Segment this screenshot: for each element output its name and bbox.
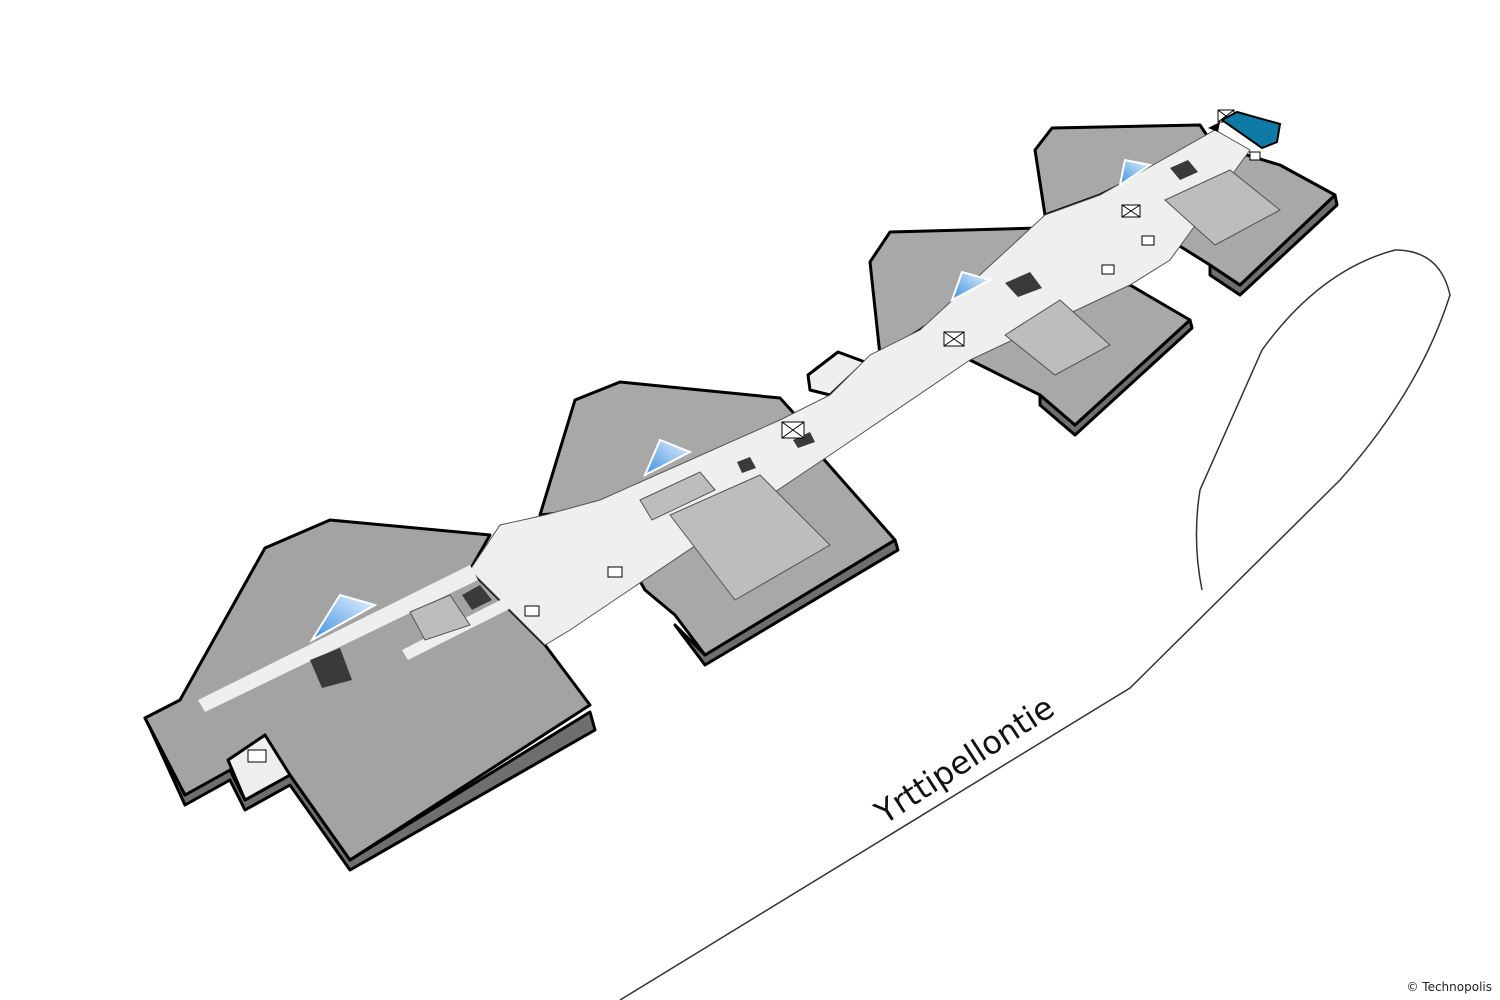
- you-are-here-marker: [1208, 122, 1220, 132]
- skylights: [309, 158, 1153, 643]
- stairwell-block: [1005, 272, 1042, 297]
- stairwell-block: [1170, 160, 1198, 180]
- door-icon: [1141, 235, 1155, 246]
- elevator-icon: [1121, 204, 1141, 218]
- room: [639, 471, 716, 521]
- door-icon: [247, 749, 267, 763]
- skylight-icon: [950, 270, 993, 303]
- room: [1164, 169, 1281, 246]
- elevator-icon: [781, 421, 805, 439]
- skylight-icon: [642, 438, 693, 478]
- stairwell-block: [310, 648, 352, 688]
- main-corridor: [469, 129, 1251, 646]
- stairwell-block: [737, 457, 756, 473]
- door-icon: [524, 605, 540, 617]
- stairwell-block: [793, 432, 815, 448]
- entrance-left: [226, 733, 292, 802]
- elevator-icon: [943, 331, 965, 347]
- skylight-icon: [309, 593, 378, 643]
- copyright-text: © Technopolis: [1406, 980, 1492, 994]
- door-icon: [1249, 151, 1261, 161]
- stairwell-block: [462, 585, 492, 610]
- skylight-icon: [1118, 158, 1153, 188]
- walkway-left: [198, 565, 478, 712]
- road-outline: [619, 249, 1451, 1000]
- door-icon: [607, 566, 623, 578]
- door-icon: [1101, 264, 1115, 275]
- room: [409, 594, 471, 641]
- room: [1004, 299, 1111, 376]
- room: [669, 474, 831, 601]
- highlighted-room[interactable]: [1220, 110, 1282, 150]
